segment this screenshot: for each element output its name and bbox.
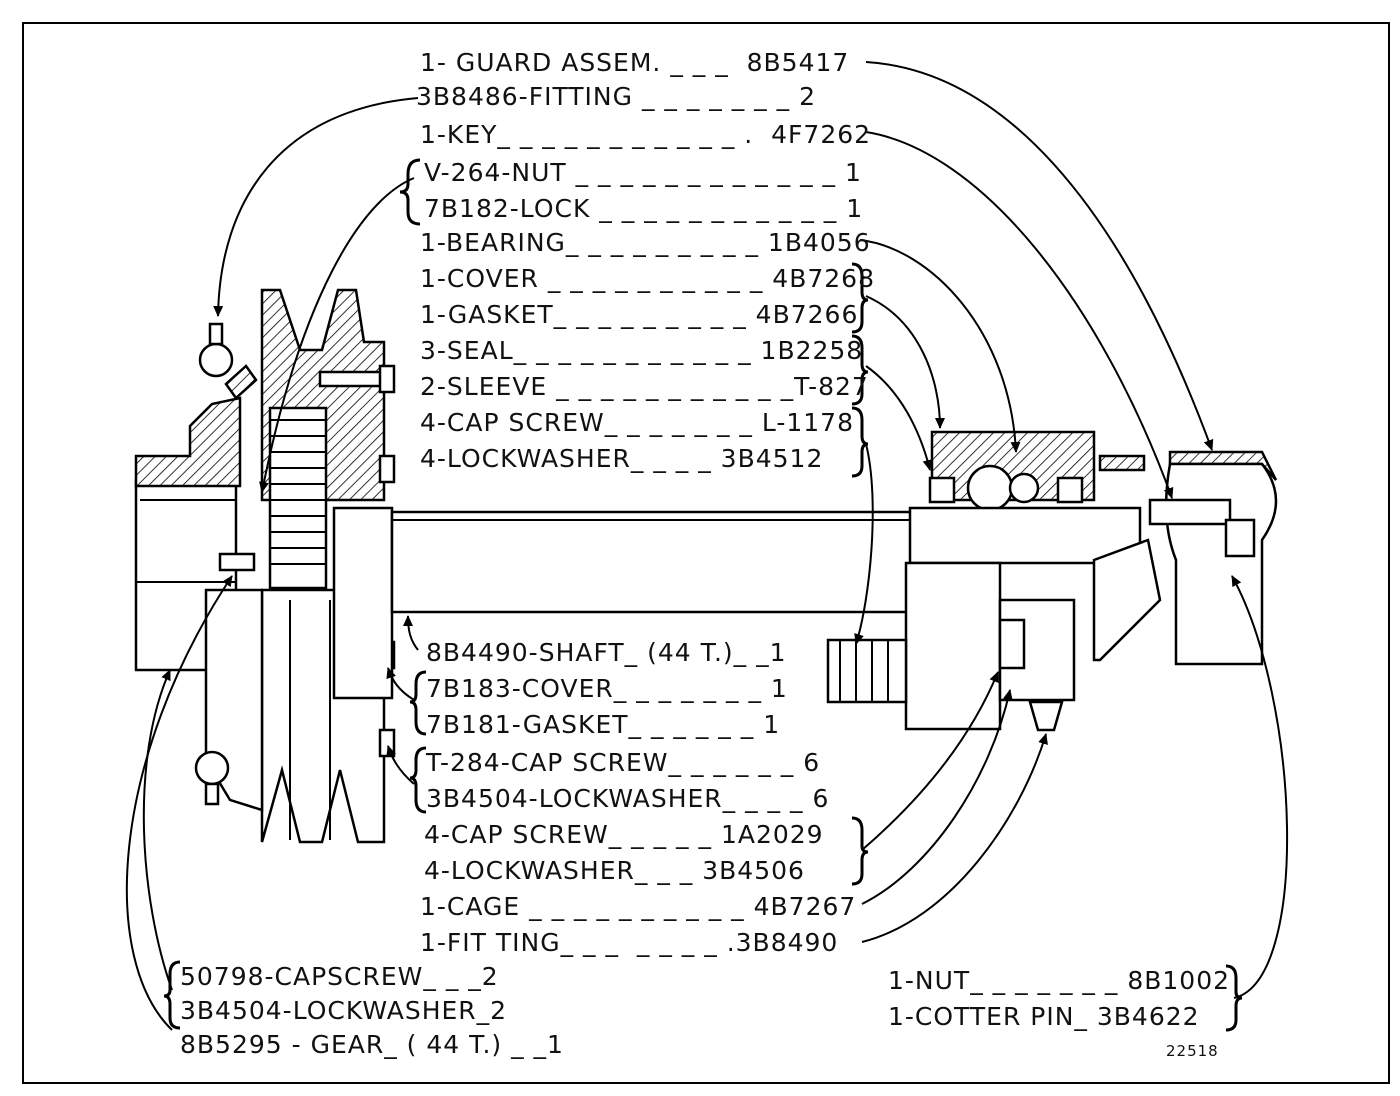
figure-number: 22518 [1166, 1042, 1219, 1060]
callout-bearing: 1-BEARING_ _ _ _ _ _ _ _ _ 1B4056 [420, 228, 871, 257]
grease-fitting-lower [194, 750, 230, 806]
callout-lock: 7B182-LOCK _ _ _ _ _ _ _ _ _ _ _ 1 [424, 194, 864, 223]
gear-teeth [268, 406, 328, 590]
callout-cotter-pin: 1-COTTER PIN_ 3B4622 [888, 1002, 1200, 1031]
callout-cover-b: 7B183-COVER_ _ _ _ _ _ _ 1 [426, 674, 788, 703]
callout-guard-assembly: 1- GUARD ASSEM. _ _ _ 8B5417 [420, 48, 850, 77]
main-shaft [332, 506, 914, 700]
callout-gasket-b: 7B181-GASKET_ _ _ _ _ _ 1 [426, 710, 781, 739]
callout-capscrew-c: 4-CAP SCREW_ _ _ _ _ 1A2029 [424, 820, 824, 849]
callout-seal: 3-SEAL_ _ _ _ _ _ _ _ _ _ _ 1B2258 [420, 336, 864, 365]
callout-key: 1-KEY_ _ _ _ _ _ _ _ _ _ _ . 4F7262 [420, 120, 872, 149]
callout-sleeve: 2-SLEEVE _ _ _ _ _ _ _ _ _ _ _T-827 [420, 372, 869, 401]
callout-cover: 1-COVER _ _ _ _ _ _ _ _ _ _ 4B7268 [420, 264, 875, 293]
callout-braces [163, 158, 1243, 1032]
callout-gasket: 1-GASKET_ _ _ _ _ _ _ _ _ 4B7266 [420, 300, 859, 329]
callout-lockwasher-a: 4-LOCKWASHER_ _ _ _ 3B4512 [420, 444, 824, 473]
callout-cage: 1-CAGE _ _ _ _ _ _ _ _ _ _ 4B7267 [420, 892, 857, 921]
callout-capscrew-d: 50798-CAPSCREW_ _ _2 [180, 962, 499, 991]
callout-nut: V-264-NUT _ _ _ _ _ _ _ _ _ _ _ _ 1 [424, 158, 862, 187]
callout-lockwasher-b: 3B4504-LOCKWASHER_ _ _ _ 6 [426, 784, 830, 813]
callout-lockwasher-c: 4-LOCKWASHER_ _ _ 3B4506 [424, 856, 805, 885]
grease-fitting-upper [198, 322, 258, 400]
callout-capscrew-b: T-284-CAP SCREW_ _ _ _ _ _ 6 [426, 748, 821, 777]
callout-fitting-top: 3B8486-FITTING _ _ _ _ _ _ _ 2 [416, 82, 816, 111]
left-housing [134, 396, 242, 672]
leader-lines [125, 61, 1289, 1031]
callout-capscrew-a: 4-CAP SCREW_ _ _ _ _ _ _ L-1178 [420, 408, 854, 437]
callout-fitting-bottom: 1-FIT TING_ _ _ _ _ _ _ .3B8490 [420, 928, 839, 957]
callout-nut-right: 1-NUT_ _ _ _ _ _ _ 8B1002 [888, 966, 1231, 995]
callout-gear: 8B5295 - GEAR_ ( 44 T.) _ _1 [180, 1030, 564, 1059]
callout-shaft: 8B4490-SHAFT_ (44 T.)_ _1 [426, 638, 787, 667]
callout-lockwasher-d: 3B4504-LOCKWASHER_2 [180, 996, 508, 1025]
